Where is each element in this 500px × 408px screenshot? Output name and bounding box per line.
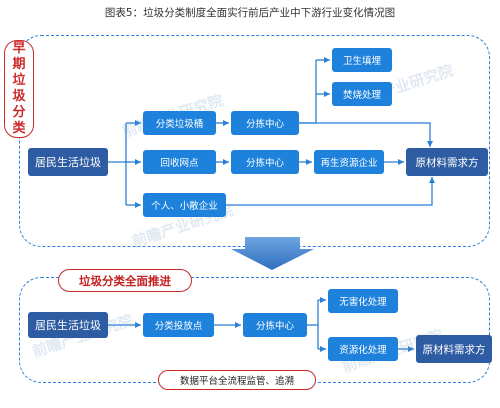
node-sort-center: 分拣中心 [243,313,307,337]
node-sort-center: 分拣中心 [231,150,299,174]
node-landfill: 卫生填埋 [332,48,392,72]
node-small-business: 个人、小散企业 [143,193,226,217]
node-sort-center: 分拣中心 [231,111,299,135]
figure-title: 图表5：垃圾分类制度全面实行前后产业中下游行业变化情况图 [104,7,396,19]
node-recycle-point: 回收网点 [143,150,216,174]
monitoring-banner: 数据平台全流程监管、追溯 [158,370,316,390]
node-harmless: 无害化处理 [328,289,398,313]
node-sort-bin: 分类垃圾桶 [143,111,216,135]
source-node: 居民生活垃圾 [28,148,108,176]
node-recycling-company: 再生资源企业 [314,150,384,174]
transition-arrow [231,237,314,270]
node-drop-point: 分类投放点 [143,313,214,337]
stage-label-before: 早 期 垃 圾 分 类 [4,40,34,138]
source-node: 居民生活垃圾 [28,312,108,338]
node-incineration: 焚烧处理 [332,82,392,106]
node-demand: 原材料需求方 [416,335,492,363]
node-resource: 资源化处理 [328,337,398,361]
stage-label-after: 垃圾分类全面推进 [58,269,192,292]
node-demand: 原材料需求方 [406,148,488,176]
